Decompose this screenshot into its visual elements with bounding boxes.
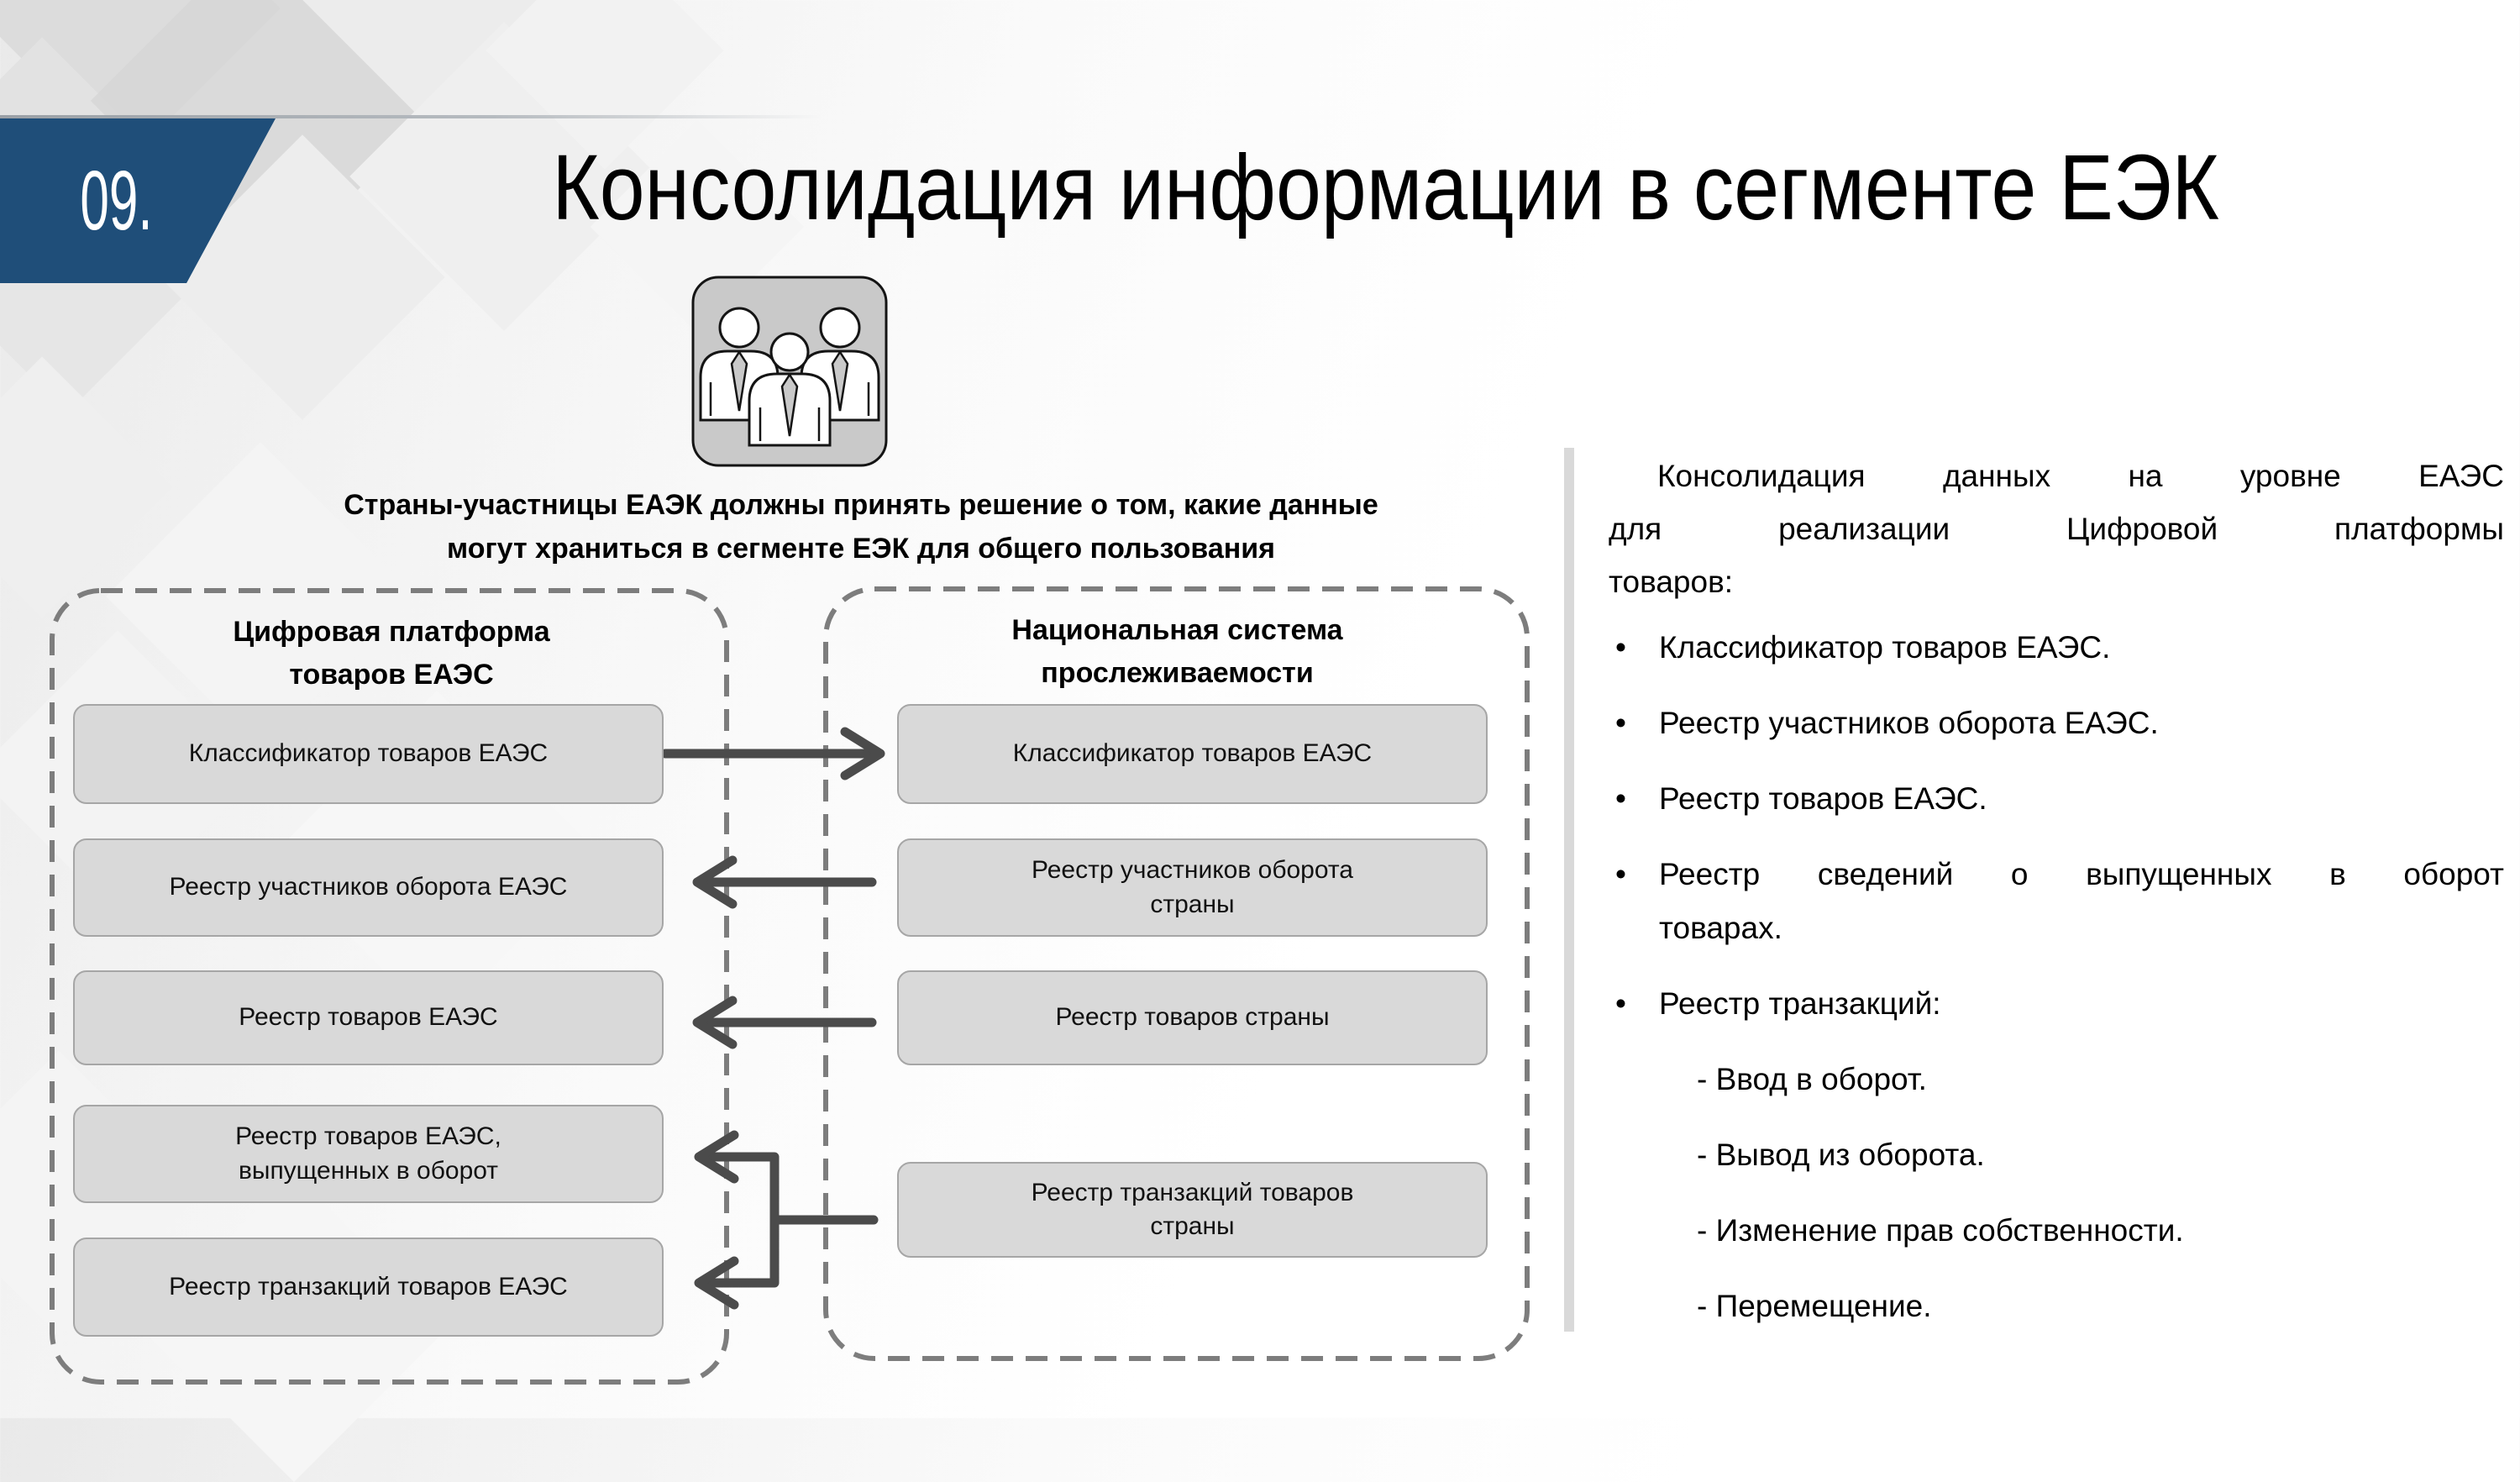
intro-line: Консолидация данных на уровне ЕАЭС (1657, 459, 2504, 493)
header-accent-line (0, 115, 822, 118)
vertical-divider (1564, 448, 1574, 1332)
bullet-text: Реестр сведений о выпущенных в оборот (1659, 857, 2504, 891)
box-left-classifier: Классификатор товаров ЕАЭС (73, 704, 664, 804)
intro-line: товаров: (1609, 565, 1734, 599)
left-container-title: Цифровая платформа товаров ЕАЭС (233, 616, 550, 691)
page-title-text: Консолидация информации в сегменте ЕЭК (552, 136, 2220, 239)
people-group-icon-graphic (691, 276, 888, 467)
bullet-marker: • (1615, 781, 1626, 816)
background-diamond (294, 0, 580, 134)
bullet-marker: • (1615, 857, 1626, 891)
bullet-item: • Классификатор товаров ЕАЭС. (1609, 621, 2504, 675)
arrow-participants-left (692, 855, 877, 909)
bullet-list: • Классификатор товаров ЕАЭС. • Реестр у… (1609, 621, 2504, 1031)
box-left-participants: Реестр участников оборота ЕАЭС (73, 838, 664, 937)
sub-item: - Перемещение. (1697, 1289, 1932, 1323)
arrow-classifier-right (660, 727, 885, 780)
bullet-text: Реестр транзакций: (1659, 986, 1941, 1021)
sub-item: - Ввод в оборот. (1697, 1062, 1927, 1096)
bullet-item: • Реестр участников оборота ЕАЭС. (1609, 696, 2504, 750)
sub-item: - Изменение прав собственности. (1697, 1213, 2184, 1248)
slide-number-banner: 09. (0, 118, 276, 283)
bullet-marker: • (1615, 986, 1626, 1021)
background-diamond (0, 356, 173, 618)
box-right-transactions: Реестр транзакций товаров страны (897, 1162, 1488, 1258)
bullet-item: • Реестр товаров ЕАЭС. (1609, 772, 2504, 826)
bullet-text: Классификатор товаров ЕАЭС. (1659, 630, 2111, 665)
box-left-goods-released: Реестр товаров ЕАЭС, выпущенных в оборот (73, 1105, 664, 1203)
caption-text: Страны-участницы ЕАЭК должны принять реш… (344, 489, 1378, 565)
page-title: Консолидация информации в сегменте ЕЭК (319, 133, 2453, 244)
right-container-title: Национальная система прослеживаемости (1011, 614, 1343, 689)
intro-line: для реализации Цифровой платформы (1609, 512, 2504, 546)
sub-item: - Вывод из оборота. (1697, 1138, 1985, 1172)
box-left-goods: Реестр товаров ЕАЭС (73, 970, 664, 1065)
bullet-item: • Реестр транзакций: (1609, 977, 2504, 1031)
bullet-text: Реестр товаров ЕАЭС. (1659, 781, 1987, 816)
bullet-text: Реестр участников оборота ЕАЭС. (1659, 706, 2159, 740)
bullet-text: товарах. (1659, 911, 1782, 945)
box-left-transactions: Реестр транзакций товаров ЕАЭС (73, 1238, 664, 1337)
arrow-goods-left (692, 996, 877, 1049)
bullet-item: • Реестр сведений о выпущенных в оборот … (1609, 848, 2504, 955)
box-right-participants: Реестр участников оборота страны (897, 838, 1488, 937)
slide: { "slide": { "number": "09.", "title": "… (0, 0, 2520, 1418)
slide-number: 09. (80, 154, 154, 248)
bullet-marker: • (1615, 706, 1626, 740)
arrow-transactions-branch (694, 1130, 879, 1310)
box-right-goods: Реестр товаров страны (897, 970, 1488, 1065)
bullet-marker: • (1615, 630, 1626, 665)
box-right-classifier: Классификатор товаров ЕАЭС (897, 704, 1488, 804)
people-group-icon (690, 275, 889, 468)
right-panel: Консолидация данных на уровне ЕАЭС для р… (1609, 449, 2504, 1355)
